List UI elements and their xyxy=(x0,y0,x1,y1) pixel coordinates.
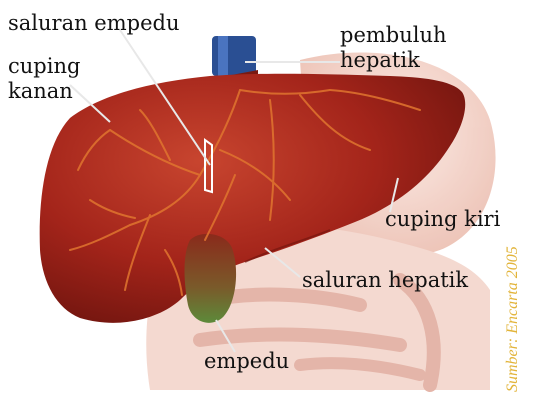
label-hepatic-vessel-line1: pembuluh xyxy=(340,22,447,48)
label-gallbladder: empedu xyxy=(204,348,289,374)
label-left-lobe: cuping kiri xyxy=(385,206,500,232)
label-right-lobe-line1: cuping xyxy=(8,53,80,79)
label-hepatic-vessel-line2: hepatik xyxy=(340,47,420,73)
source-credit: Sumber: Encarta 2005 xyxy=(503,246,523,392)
credit-prefix: Sumber: xyxy=(504,338,521,392)
credit-source: Encarta 2005 xyxy=(504,246,521,334)
label-right-lobe-line2: kanan xyxy=(8,78,73,104)
label-hepatic-duct: saluran hepatik xyxy=(302,267,468,293)
label-bile-duct: saluran empedu xyxy=(8,10,179,36)
